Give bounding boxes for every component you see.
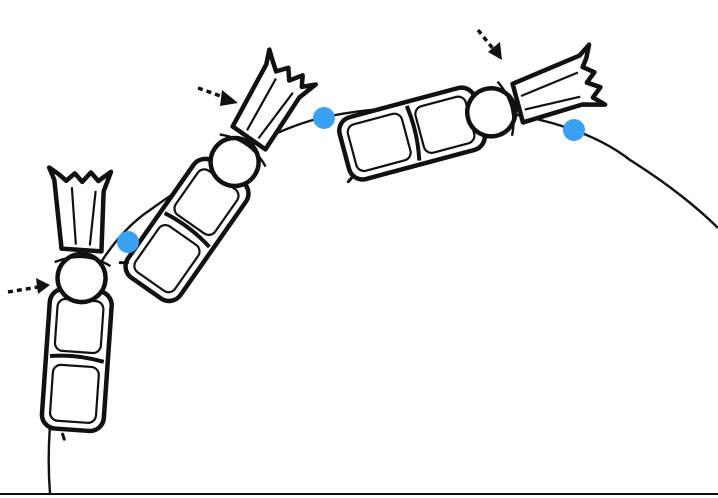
figure-1-arm-line <box>70 187 97 246</box>
figure-1-head <box>55 251 108 305</box>
figure-2-force-arrow <box>197 86 238 106</box>
figure-1-foot <box>61 432 66 441</box>
contact-marker-1 <box>117 231 139 253</box>
figure-2-arms <box>230 47 318 152</box>
figure-3-head <box>465 86 518 139</box>
figure-1-waist <box>49 353 105 364</box>
figure-3-waist <box>404 105 422 161</box>
figure-3-legs-inner <box>346 112 412 173</box>
figure-1-arrow-head <box>36 278 50 294</box>
figure-2-head <box>208 135 261 189</box>
figure-2-arrow-head <box>220 90 238 106</box>
figure-1-legs-inner <box>48 363 100 424</box>
figure-3-arrow-head <box>488 42 502 60</box>
figure-3-head-rim <box>496 80 515 136</box>
figure-2-arm-line <box>246 78 294 140</box>
figure-3-foot <box>346 174 355 184</box>
figure-1 <box>39 165 114 441</box>
figure-1-head-rim <box>54 255 112 268</box>
figure-3-arrow-shaft <box>476 28 496 52</box>
figure-3-arm-line <box>520 71 581 111</box>
figure-1-arrow-shaft <box>7 285 39 294</box>
figure-2-arrow-shaft <box>197 86 227 100</box>
figure-2-foot <box>118 261 129 265</box>
figure-1-arms <box>46 165 114 254</box>
contact-marker-3 <box>563 119 585 141</box>
figure-3-arms <box>510 42 608 125</box>
figure-3-force-arrow <box>476 28 502 60</box>
figure-2-waist <box>163 211 211 249</box>
figure-2 <box>118 47 318 304</box>
figure-2-head-rim <box>219 133 267 168</box>
figure-3 <box>337 42 608 184</box>
contact-marker-2 <box>313 107 335 129</box>
figure-2-legs-inner <box>133 223 201 294</box>
figure-1-force-arrow <box>7 278 50 294</box>
